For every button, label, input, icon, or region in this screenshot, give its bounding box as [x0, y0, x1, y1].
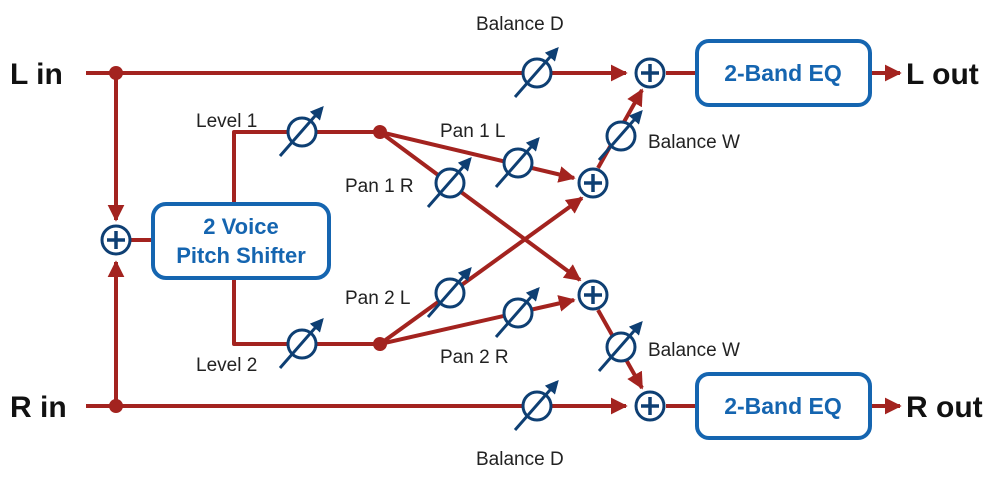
eq-bottom-label: 2-Band EQ [724, 393, 842, 419]
r-out-label: R out [906, 391, 983, 424]
junction-dot [373, 125, 387, 139]
summer-input [100, 224, 132, 256]
knob-level-1 [278, 105, 324, 157]
eq-block-bottom: 2-Band EQ [695, 372, 872, 440]
knob-pan-1r [426, 156, 472, 208]
knob-pan-1l [494, 136, 540, 188]
l-out-label: L out [906, 58, 979, 91]
level-2-label: Level 2 [196, 355, 257, 376]
eq-top-label: 2-Band EQ [724, 60, 842, 86]
gain-knobs [278, 46, 643, 431]
junction-dot [373, 337, 387, 351]
pitch-shifter-line1: 2 Voice [203, 214, 278, 239]
level-1-label: Level 1 [196, 111, 257, 132]
balance-w-bottom-label: Balance W [648, 340, 740, 361]
pan-2l-label: Pan 2 L [345, 288, 411, 309]
junction-dot [109, 399, 123, 413]
summer-wet-left [577, 167, 609, 199]
pan-2r-label: Pan 2 R [440, 347, 509, 368]
pan-1r-label: Pan 1 R [345, 176, 414, 197]
pitch-shifter-block: 2 Voice Pitch Shifter [151, 202, 331, 280]
junction-dot [109, 66, 123, 80]
line-pan2r [379, 295, 576, 346]
l-in-label: L in [10, 58, 63, 91]
r-in-label: R in [10, 391, 67, 424]
line-pan1r [378, 130, 582, 282]
balance-w-top-label: Balance W [648, 132, 740, 153]
summer-wet-right [577, 279, 609, 311]
pitch-shifter-line2: Pitch Shifter [176, 243, 306, 268]
knob-balance-d-bottom [513, 379, 559, 431]
line-voice2 [232, 278, 380, 346]
summer-out-right [634, 390, 666, 422]
line-pan1l [379, 130, 576, 183]
knob-balance-w-top [597, 109, 643, 161]
balance-d-bottom-label: Balance D [476, 449, 564, 470]
eq-block-top: 2-Band EQ [695, 39, 872, 107]
knob-pan-2r [494, 286, 540, 338]
summer-out-left [634, 57, 666, 89]
line-voice1 [232, 130, 380, 204]
pan-1l-label: Pan 1 L [440, 121, 506, 142]
balance-d-top-label: Balance D [476, 14, 564, 35]
knob-balance-w-bottom [597, 320, 643, 372]
knob-level-2 [278, 317, 324, 369]
junction-dots [109, 66, 387, 413]
knob-pan-2l [426, 266, 472, 318]
line-pan2l [378, 196, 584, 346]
knob-balance-d-top [513, 46, 559, 98]
